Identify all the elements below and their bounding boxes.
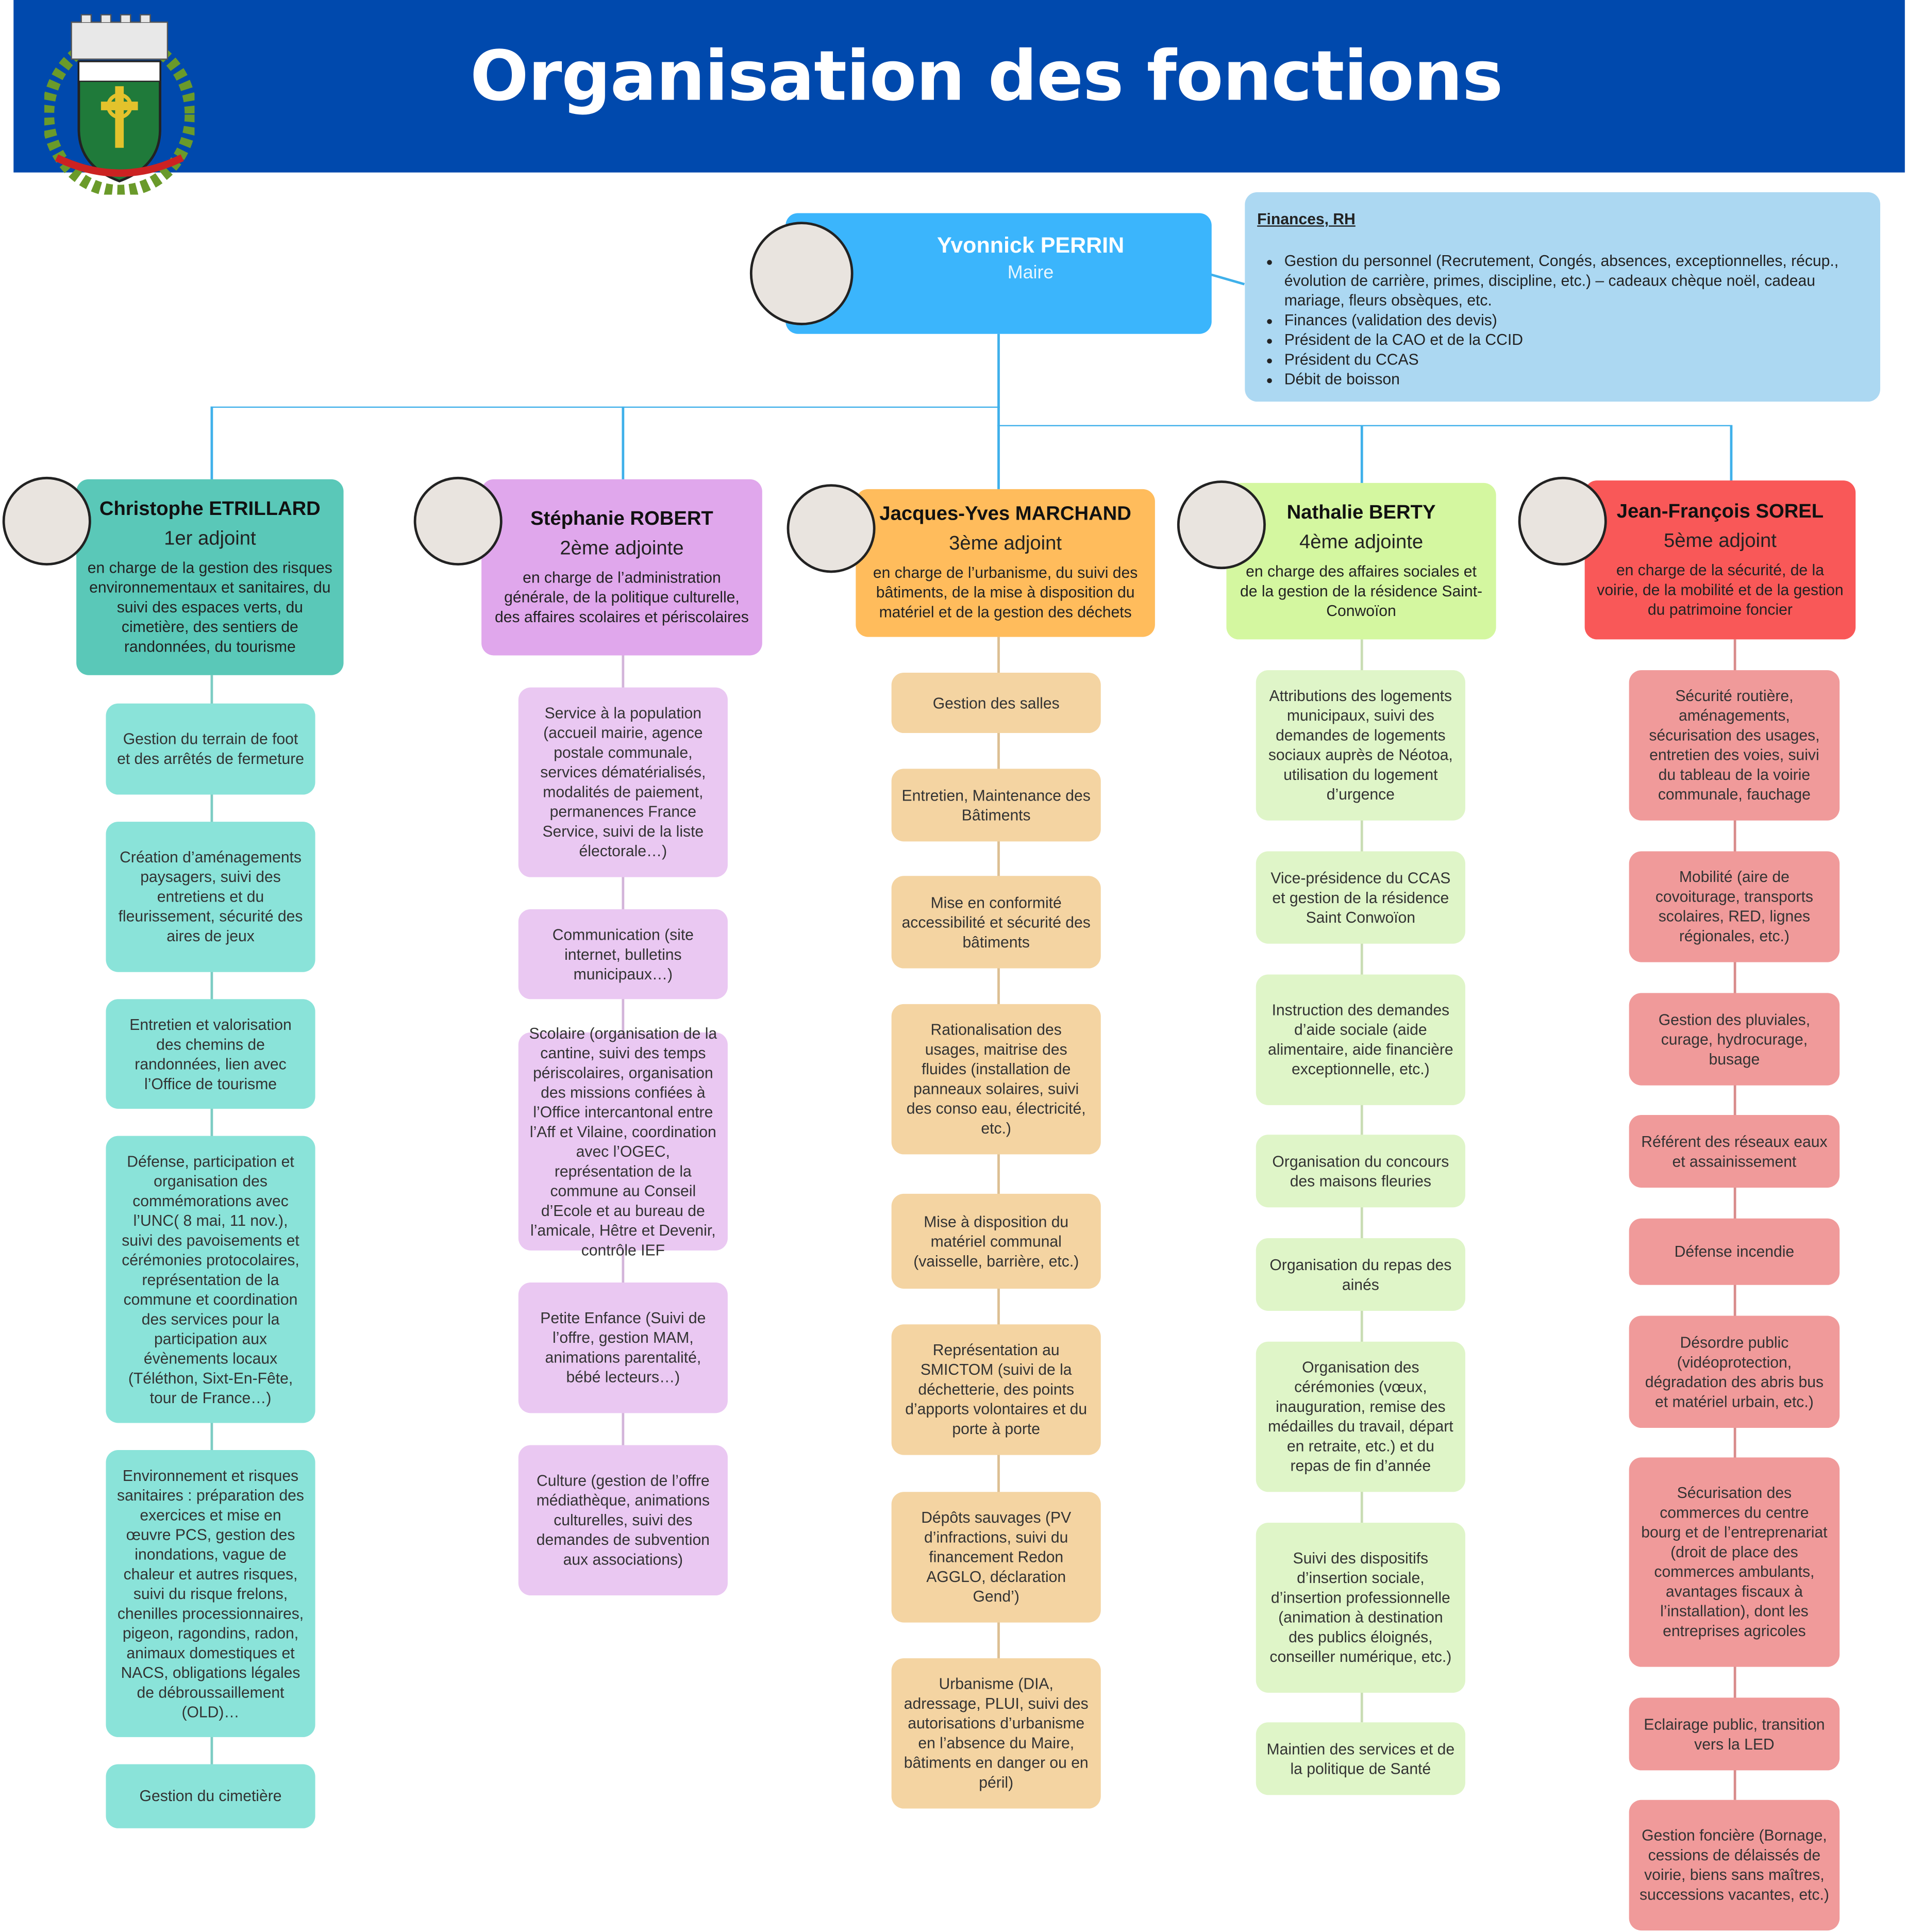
adjoint-header: Stéphanie ROBERT 2ème adjointe en charge d… [481,479,762,656]
responsibility-box: Suivi des dispositifs d’insertion social… [1256,1523,1465,1693]
responsibility-box: Sécurisation des commerces du centre bou… [1629,1457,1840,1667]
adjoint-description: en charge de l’administration générale, … [495,568,749,625]
adjoint-photo [1177,480,1266,570]
responsibility-box: Communication (site internet, bulletins … [518,909,728,1000]
responsibility-box: Défense, participation et organisation d… [106,1136,315,1423]
adjoint-photo [787,484,876,573]
adjoint-role: 2ème adjointe [560,538,684,559]
adjoint-header: Jacques-Yves MARCHAND 3ème adjoint en char… [856,489,1155,637]
mayor-role: Maire [1007,262,1054,284]
responsibility-box: Gestion du cimetière [106,1764,315,1828]
header-bar [13,0,1905,173]
responsibility-box: Entretien et valorisation des chemins de… [106,999,315,1109]
responsibility-box: Dépôts sauvages (PV d’infractions, suivi… [891,1492,1101,1623]
adjoint-header: Christophe ETRILLARD 1er adjoint en charge… [76,479,344,675]
responsibility-box: Culture (gestion de l’offre médiathèque,… [518,1445,728,1596]
adjoint-photo [1518,476,1607,566]
finances-title: Finances, RH [1257,210,1356,228]
responsibility-box: Référent des réseaux eaux et assainissem… [1629,1114,1840,1188]
adjoint-name: Christophe ETRILLARD [99,498,321,520]
finances-item: Président du CCAS [1284,350,1868,370]
adjoint-header: Jean-François SOREL 5ème adjoint en charge… [1584,480,1856,640]
adjoint-name: Nathalie BERTY [1286,502,1436,523]
finances-item: Finances (validation des devis) [1284,310,1868,330]
finances-item: Président de la CAO et de la CCID [1284,330,1868,350]
responsibility-box: Organisation du concours des maisons fle… [1256,1135,1465,1208]
responsibility-box: Environnement et risques sanitaires : pr… [106,1450,315,1737]
adjoint-photo [2,476,91,566]
adjoint-header: Nathalie BERTY 4ème adjointe en charge des… [1226,482,1496,640]
finances-box: Finances, RH Gestion du personnel (Recru… [1245,192,1881,402]
adjoint-description: en charge de la gestion des risques envi… [87,558,332,655]
adjoint-description: en charge de l’urbanisme, du suivi des b… [873,564,1138,621]
finances-item: Débit de boisson [1284,370,1868,389]
crest-logo [42,10,197,197]
responsibility-box: Urbanisme (DIA, adressage, PLUI, suivi d… [891,1658,1101,1809]
finances-item: Gestion du personnel (Recrutement, Congé… [1284,252,1868,311]
responsibility-box: Gestion du terrain de foot et des arrêté… [106,703,315,795]
responsibility-box: Organisation des cérémonies (vœux, inaug… [1256,1341,1465,1492]
responsibility-box: Défense incendie [1629,1218,1840,1285]
connector-line [1360,425,1363,485]
responsibility-box: Rationalisation des usages, maitrise des… [891,1004,1101,1155]
mayor-box: Yvonnick PERRIN Maire [785,213,1212,334]
responsibility-box: Petite Enfance (Suivi de l’offre, gestio… [518,1282,728,1413]
responsibility-box: Entretien, Maintenance des Bâtiments [891,769,1101,842]
responsibility-box: Attributions des logements municipaux, s… [1256,670,1465,821]
adjoint-description: en charge de la sécurité, de la voirie, … [1597,561,1844,618]
connector-line [1730,425,1733,482]
responsibility-box: Gestion des pluviales, curage, hydrocura… [1629,993,1840,1086]
finances-list: Gestion du personnel (Recrutement, Congé… [1257,252,1868,390]
connector-line [997,425,1731,426]
adjoint-role: 1er adjoint [164,528,256,549]
adjoint-role: 4ème adjointe [1299,531,1424,553]
connector-line [997,334,1000,408]
adjoint-role: 5ème adjoint [1663,530,1777,552]
responsibility-box: Mobilité (aire de covoiturage, transport… [1629,851,1840,962]
adjoint-name: Jacques-Yves MARCHAND [879,504,1131,525]
responsibility-box: Vice-présidence du CCAS et gestion de la… [1256,851,1465,944]
responsibility-box: Scolaire (organisation de la cantine, su… [518,1024,728,1258]
responsibility-box: Sécurité routière, aménagements, sécuris… [1629,670,1840,821]
adjoint-photo [413,476,503,566]
responsibility-box: Maintien des services et de la politique… [1256,1722,1465,1795]
connector-line [1211,273,1245,285]
responsibility-box: Création d’aménagements paysagers, suivi… [106,822,315,972]
mayor-name: Yvonnick PERRIN [937,232,1125,258]
responsibility-box: Eclairage public, transition vers la LED [1629,1697,1840,1771]
responsibility-box: Représentation au SMICTOM (suivi de la d… [891,1324,1101,1455]
responsibility-box: Service à la population (accueil mairie,… [518,687,728,877]
responsibility-box: Instruction des demandes d’aide sociale … [1256,974,1465,1105]
responsibility-box: Mise à disposition du matériel communal … [891,1193,1101,1289]
mayor-photo [749,222,854,325]
responsibility-box: Organisation du repas des ainés [1256,1238,1465,1311]
connector-line [622,406,625,481]
connector-line [210,406,1000,408]
adjoint-role: 3ème adjoint [949,533,1062,555]
adjoint-description: en charge des affaires sociales et de la… [1240,562,1483,619]
responsibility-box: Gestion des salles [891,672,1101,734]
responsibility-box: Mise en conformité accessibilité et sécu… [891,876,1101,969]
page-title: Organisation des fonctions [470,37,1503,118]
adjoint-name: Stéphanie ROBERT [530,508,713,529]
responsibility-box: Désordre public (vidéoprotection, dégrad… [1629,1315,1840,1428]
connector-line [997,406,1000,491]
connector-line [210,406,213,481]
responsibility-box: Gestion foncière (Bornage, cessions de d… [1629,1800,1840,1931]
adjoint-name: Jean-François SOREL [1616,501,1824,522]
